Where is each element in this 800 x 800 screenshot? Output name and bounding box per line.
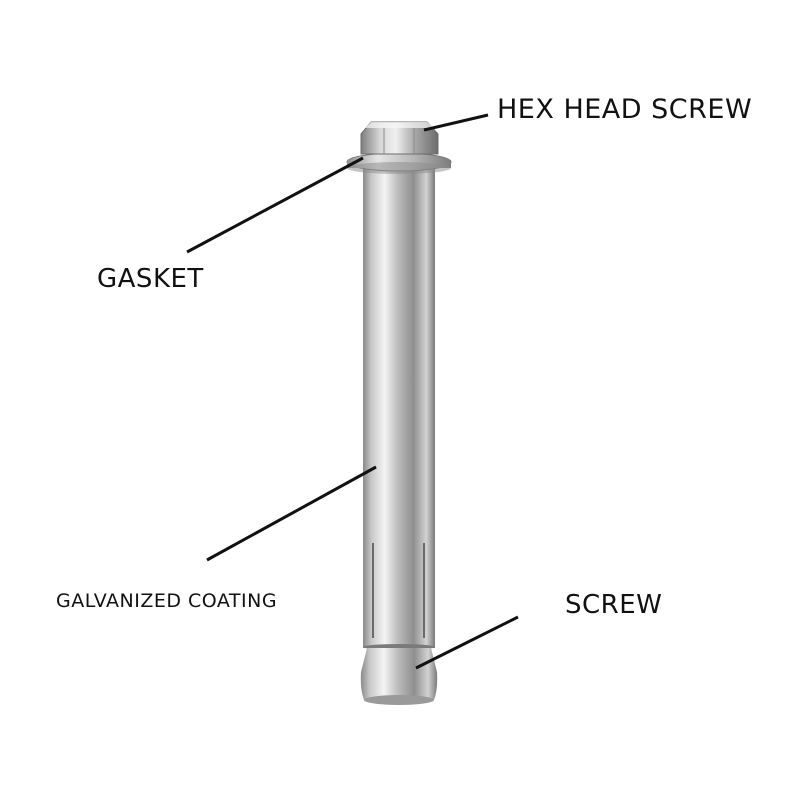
- label-hex-head-screw: HEX HEAD SCREW: [497, 94, 753, 125]
- gasket: [346, 152, 452, 174]
- leader-screw: [415, 615, 519, 670]
- leader-galvanized-coating: [206, 465, 377, 562]
- hex-head: [360, 121, 439, 155]
- sleeve: [363, 168, 435, 650]
- leader-hex-head: [423, 113, 489, 132]
- label-screw: SCREW: [565, 590, 663, 620]
- screw-tip: [360, 648, 438, 705]
- label-galvanized-coating: GALVANIZED COATING: [56, 590, 278, 612]
- leader-gasket: [186, 156, 364, 254]
- label-gasket: GASKET: [97, 264, 204, 294]
